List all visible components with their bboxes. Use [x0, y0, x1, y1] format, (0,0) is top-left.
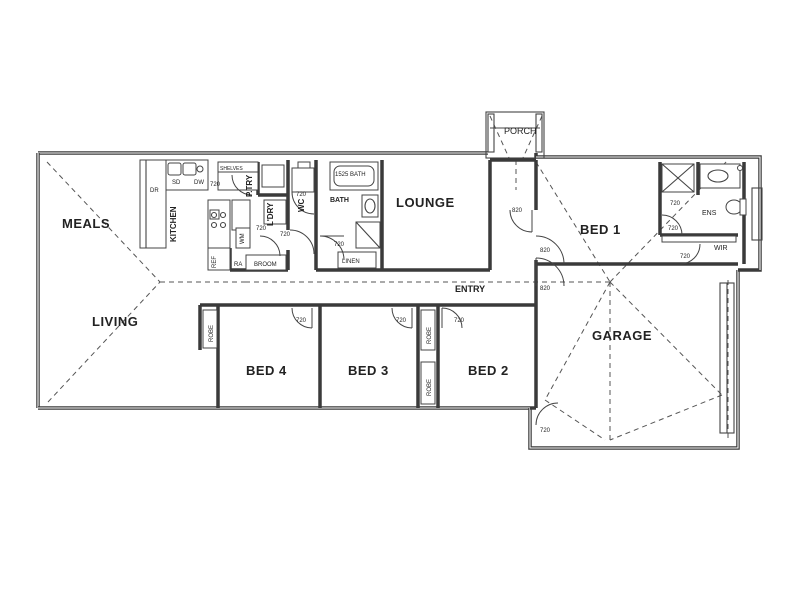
shelves-label: SHELVES [220, 166, 243, 172]
door-size: 720 [540, 428, 551, 434]
room-labels: MEALS KITCHEN LIVING LOUNGE BATH 1525 BA… [62, 126, 728, 378]
linen-label: LINEN [342, 259, 360, 265]
wir-label: WIR [714, 245, 728, 252]
door-size: 720 [334, 242, 345, 248]
door-size: 820 [540, 286, 551, 292]
pantry-label: P.TRY [245, 174, 254, 197]
ref-label: REF [212, 256, 218, 268]
doors [231, 174, 701, 426]
door-size: 720 [670, 201, 681, 207]
meals-label: MEALS [62, 216, 110, 231]
ensuite-label: ENS [702, 210, 717, 217]
roof-lines [46, 115, 729, 441]
lounge-label: LOUNGE [396, 195, 455, 210]
door-size: 720 [296, 192, 307, 198]
dr-label: DR [150, 188, 159, 194]
door-size: 720 [680, 254, 691, 260]
fixture-labels: DR SD DW REF RA WM SHELVES ROBE ROBE ROB… [150, 166, 433, 396]
robe-bed2-label: ROBE [427, 379, 433, 396]
bath-label: BATH [330, 197, 349, 204]
robe-bed3-label: ROBE [427, 327, 433, 344]
door-size: 820 [540, 248, 551, 254]
laundry-label: L'DRY [266, 202, 275, 226]
kitchen-fixtures [139, 159, 287, 271]
entry-label: ENTRY [455, 284, 485, 294]
sd-label: SD [172, 180, 181, 186]
garage-label: GARAGE [592, 328, 652, 343]
door-size: 720 [396, 318, 407, 324]
porch-label: PORCH [504, 126, 537, 136]
ra-label: RA [234, 262, 242, 268]
wet-area-fixtures [261, 161, 381, 269]
bed2-label: BED 2 [468, 363, 509, 378]
bed1-label: BED 1 [580, 222, 621, 237]
living-label: LIVING [92, 314, 138, 329]
door-size: 720 [296, 318, 307, 324]
external-walls [36, 111, 763, 450]
door-size: 820 [512, 208, 523, 214]
broom-label: BROOM [254, 262, 277, 268]
dw-label: DW [194, 180, 204, 186]
door-size: 720 [210, 182, 221, 188]
bed4-label: BED 4 [246, 363, 287, 378]
bath-size-label: 1525 BATH [335, 172, 366, 178]
bed3-label: BED 3 [348, 363, 389, 378]
robe-bed4-label: ROBE [209, 325, 215, 342]
ensuite-fixtures [661, 163, 747, 243]
door-size: 720 [280, 232, 291, 238]
door-size: 720 [454, 318, 465, 324]
kitchen-label: KITCHEN [169, 206, 178, 242]
door-size: 720 [668, 226, 679, 232]
wm-label: WM [240, 233, 246, 244]
door-size-labels: 820 820 820 720 720 720 720 720 720 720 … [210, 182, 691, 434]
door-size: 720 [256, 226, 267, 232]
robes [202, 309, 436, 405]
wc-label: WC [297, 198, 306, 212]
